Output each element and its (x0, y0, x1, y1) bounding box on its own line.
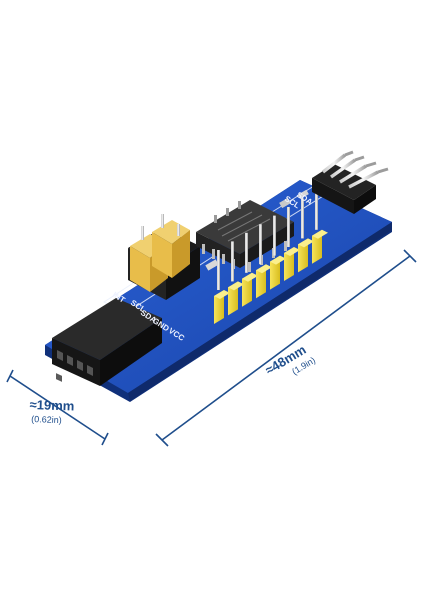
header-pin-metal (231, 241, 234, 282)
header-pin-housing (312, 229, 322, 264)
header-pin (256, 224, 272, 299)
header-pin-top (270, 255, 286, 265)
header-pin-top (242, 272, 258, 282)
header-pin-metal (315, 189, 318, 230)
header-pin (270, 215, 286, 290)
length-dimension-line (155, 249, 417, 447)
header-pin-metal (301, 198, 304, 239)
female-header-holes (57, 350, 93, 376)
male-pin-header (214, 189, 328, 324)
header-pin-metal (217, 250, 220, 290)
header-pin-housing (270, 255, 280, 290)
header-pin (214, 250, 230, 324)
header-pin (228, 241, 244, 316)
female-header (52, 298, 162, 386)
header-pin-metal (245, 232, 248, 273)
jumper-block (128, 214, 200, 300)
width-value: ≈19mm (29, 396, 75, 414)
right-angle-header (312, 150, 389, 214)
header-pin-metal (287, 207, 290, 247)
header-pin-housing (242, 272, 252, 307)
header-pin-top (214, 290, 230, 299)
header-pin-housing (298, 238, 308, 273)
header-pin-metal (259, 224, 262, 265)
header-pin (312, 189, 328, 264)
header-pin-top (228, 281, 244, 291)
header-pin-top (284, 247, 300, 256)
header-pin-top (312, 229, 328, 239)
width-imperial: (0.62in) (31, 414, 62, 426)
header-pin-metal (273, 215, 276, 256)
header-pin (284, 207, 300, 281)
header-pin-housing (284, 247, 294, 281)
header-pin-housing (256, 264, 266, 299)
header-pin-top (256, 264, 272, 274)
smd-components (205, 189, 309, 271)
header-pin (298, 198, 314, 273)
width-dimension-label: ≈19mm (0.62in) (29, 396, 75, 426)
header-pin-housing (214, 290, 224, 324)
width-dimension-line (6, 369, 109, 446)
header-pin-housing (228, 281, 238, 316)
header-pin (242, 232, 258, 307)
header-pin-top (298, 238, 314, 248)
